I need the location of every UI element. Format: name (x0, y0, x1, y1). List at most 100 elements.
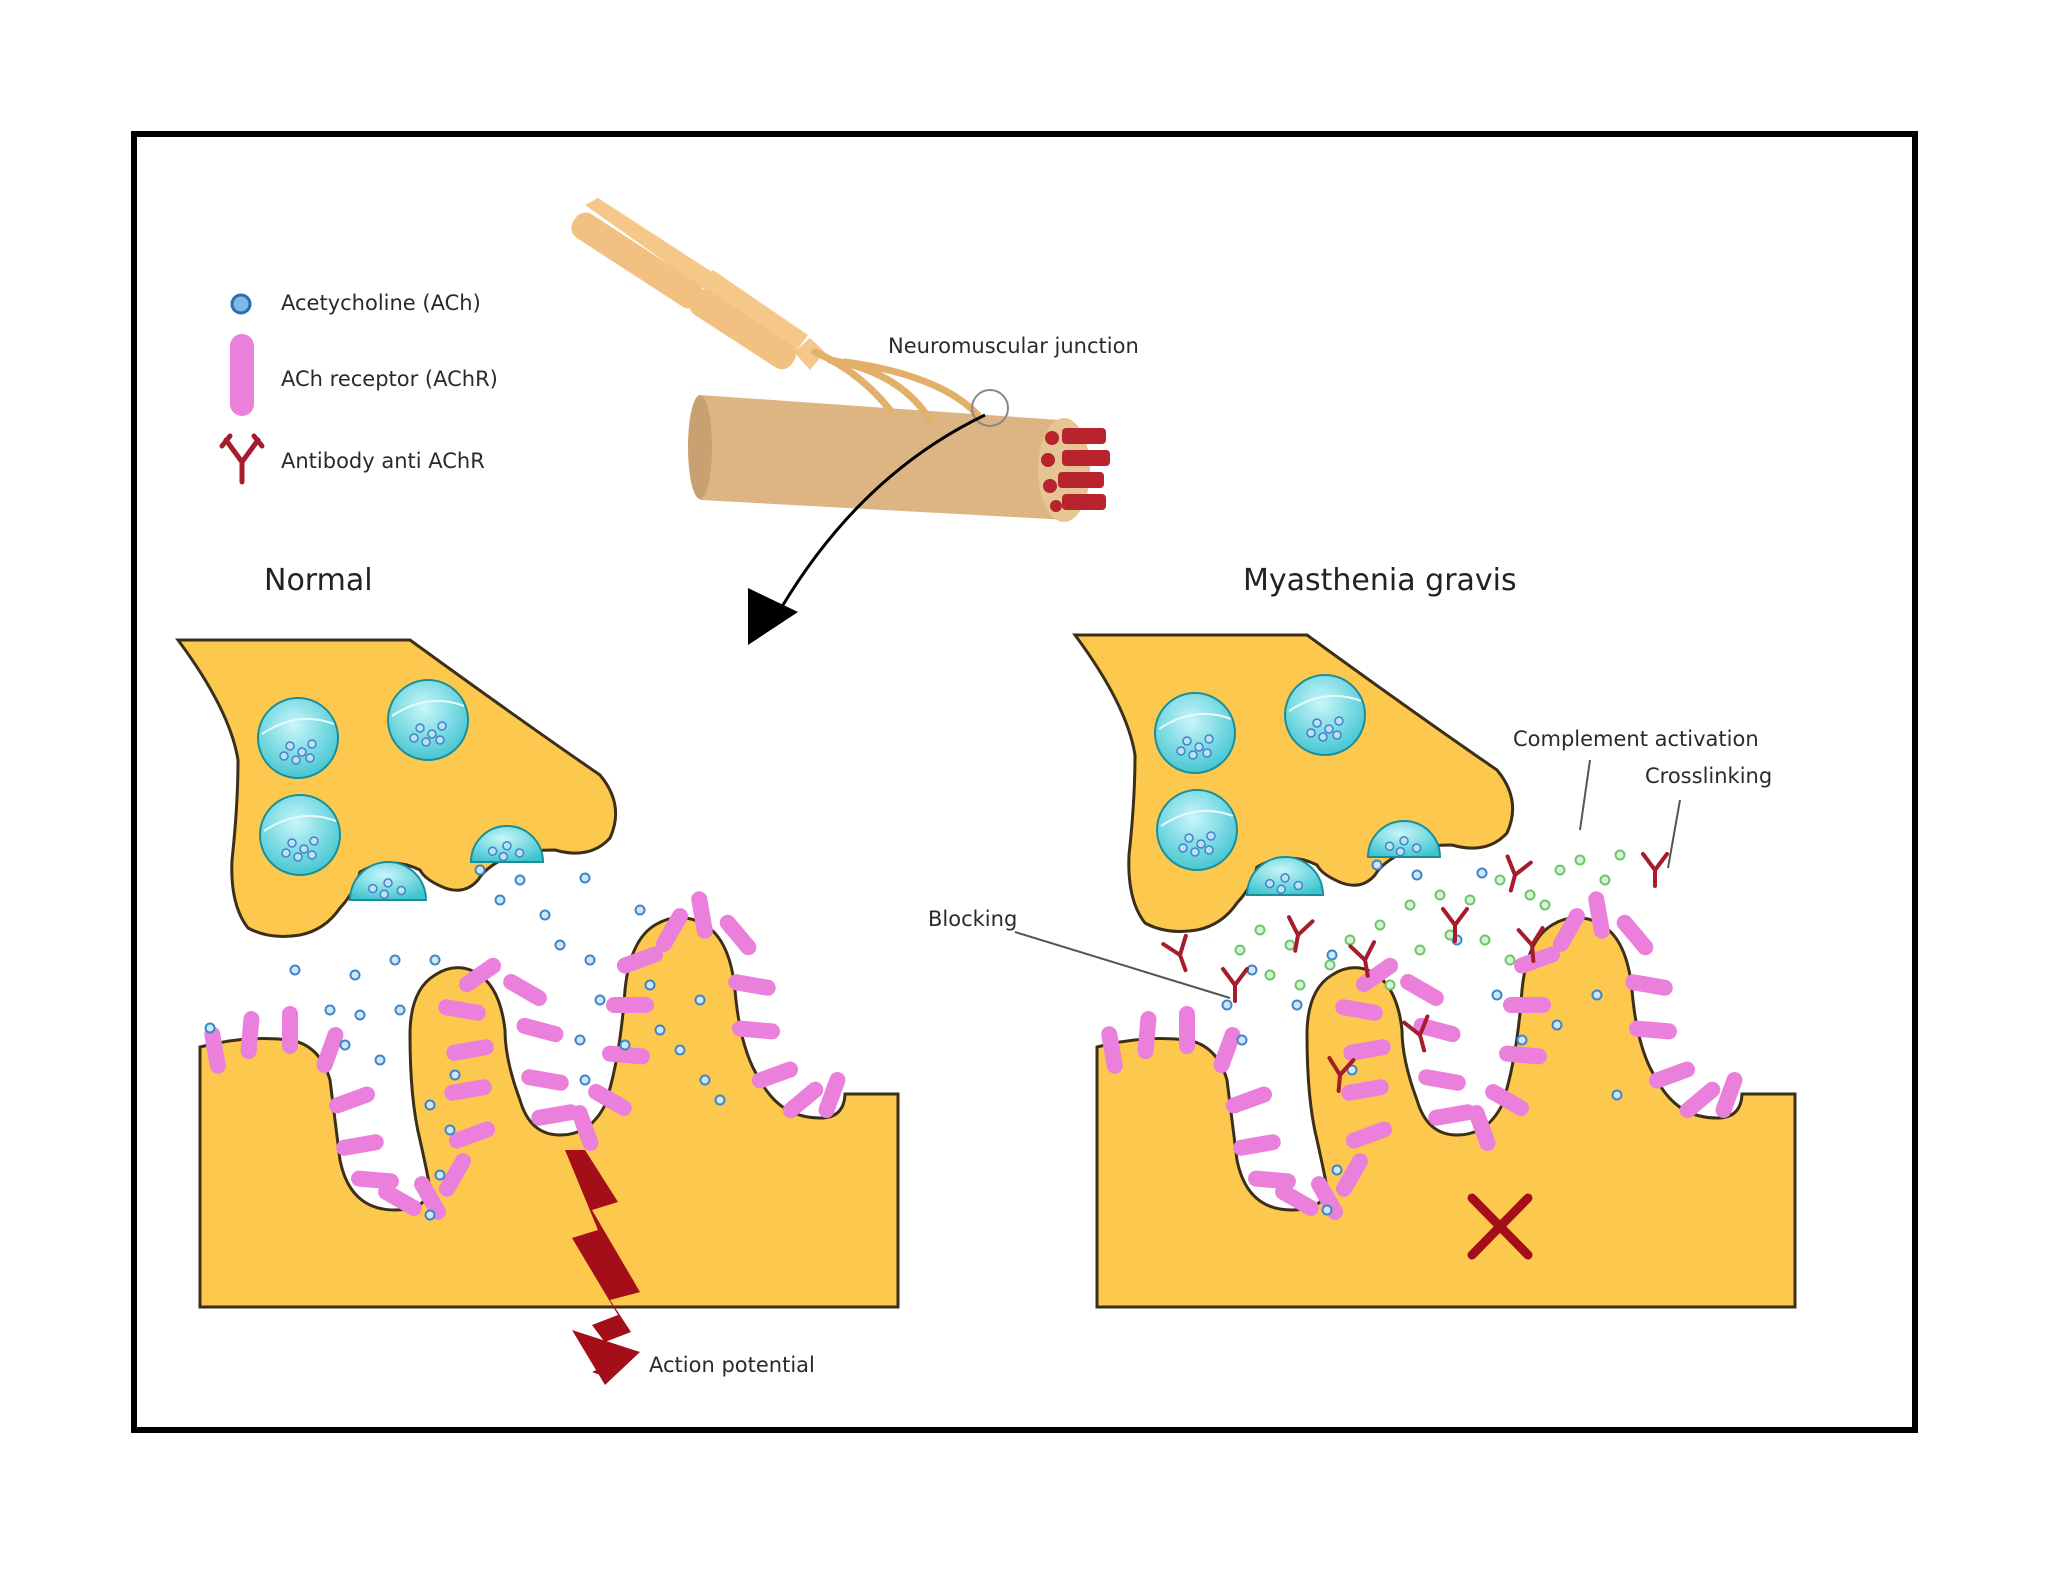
complement-protein (1344, 934, 1356, 946)
acetylcholine-molecule (1611, 1089, 1623, 1101)
docked-vesicle (469, 825, 545, 863)
ach-receptor (782, 1081, 824, 1119)
ach-receptor (516, 1017, 564, 1043)
ach-receptor (588, 1084, 632, 1116)
acetylcholine-molecule (694, 994, 706, 1006)
ach-receptor (446, 1039, 494, 1061)
ach-receptor (571, 1104, 599, 1152)
ach-receptor (1625, 974, 1673, 996)
acetylcholine-molecule (1411, 869, 1423, 881)
label-neuromuscular-junction: Neuromuscular junction (888, 334, 1139, 358)
acetylcholine-molecule (634, 904, 646, 916)
acetylcholine-molecule (579, 1074, 591, 1086)
complement-protein (1434, 889, 1446, 901)
ach-receptor (1485, 1084, 1529, 1116)
legend-label-acetylcholine: Acetycholine (ACh) (281, 291, 481, 315)
legend-label-antibody: Antibody anti AChR (281, 449, 485, 473)
acetylcholine-molecule-icon (230, 293, 252, 315)
figure-frame (131, 131, 1918, 1433)
acetylcholine-molecule (449, 1069, 461, 1081)
ach-receptor (1101, 1026, 1123, 1074)
label-crosslinking: Crosslinking (1645, 764, 1772, 788)
axon (585, 198, 825, 370)
antibodies-mg (1161, 852, 1669, 1093)
ach-receptor (719, 914, 757, 956)
acetylcholine-molecule (574, 1034, 586, 1046)
ach-receptor (521, 1069, 569, 1091)
ach-receptor (1616, 914, 1654, 956)
ach-receptor (1553, 908, 1585, 952)
ach-receptor (1400, 974, 1444, 1006)
acetylcholine-molecule (374, 1054, 386, 1066)
acetylcholine-molecule (1516, 1034, 1528, 1046)
acetylcholine-molecule (1221, 999, 1233, 1011)
ach-receptor (378, 1184, 422, 1216)
complement-protein (1524, 889, 1536, 901)
antibody (1161, 933, 1188, 973)
acetylcholine-molecule (1591, 989, 1603, 1001)
antibody (1286, 915, 1315, 953)
synaptic-vesicle (257, 697, 339, 779)
label-blocking: Blocking (928, 907, 1017, 931)
complement-protein (1479, 934, 1491, 946)
antibody (1516, 926, 1545, 963)
ach-receptor (1355, 957, 1399, 993)
antibody (1641, 852, 1669, 888)
ach-receptor (282, 1006, 298, 1054)
ach-receptor (1499, 1045, 1547, 1065)
acetylcholine-molecule (474, 864, 486, 876)
acetylcholine-molecule (1491, 989, 1503, 1001)
ach-receptor (616, 946, 664, 974)
acetylcholine-molecule (1246, 964, 1258, 976)
acetylcholine-molecule (424, 1099, 436, 1111)
antibody (1221, 967, 1249, 1003)
acetylcholine-molecule (289, 964, 301, 976)
ach-receptor (728, 974, 776, 996)
ach-receptor (204, 1026, 226, 1074)
acetylcholine-molecule (444, 1124, 456, 1136)
complement-protein (1324, 959, 1336, 971)
acetylcholine-molecules-normal (204, 864, 726, 1221)
acetylcholine-molecule (584, 954, 596, 966)
complement-protein (1414, 944, 1426, 956)
docked-vesicle (1245, 856, 1325, 896)
acetylcholine-molecule (1551, 1019, 1563, 1031)
complement-protein (1374, 919, 1386, 931)
ach-receptor (458, 957, 502, 993)
ach-receptor (1336, 1153, 1368, 1197)
acetylcholine-molecule (1331, 1164, 1343, 1176)
acetylcholine-molecule (1371, 859, 1383, 871)
synaptic-vesicles-normal (257, 679, 545, 901)
acetylcholine-molecule (204, 1022, 216, 1034)
title-normal: Normal (264, 563, 373, 598)
nerve-and-muscle-illustration: Neuromuscular junction (571, 198, 1139, 645)
zoom-arrow-shaft (778, 413, 986, 611)
complement-protein (1284, 939, 1296, 951)
ach-receptor (336, 1134, 384, 1156)
complement-protein (1574, 854, 1586, 866)
acetylcholine-molecule (494, 894, 506, 906)
annotation-leader-lines (1014, 759, 1681, 999)
ach-receptors-normal (204, 891, 846, 1220)
axon-outline (571, 212, 797, 370)
ach-receptor (1343, 1039, 1391, 1061)
ach-receptor (1341, 1079, 1389, 1101)
complement-protein (1554, 864, 1566, 876)
acetylcholine-molecule (579, 872, 591, 884)
ach-receptor (656, 908, 688, 952)
ach-receptor (1345, 1121, 1393, 1149)
complement-protein (1254, 924, 1266, 936)
myasthenia-gravis-panel: Complement activation Crosslinking Block… (928, 633, 1797, 1309)
synaptic-vesicle (1156, 789, 1238, 871)
ach-receptor (503, 974, 547, 1006)
ach-receptor (413, 1176, 446, 1220)
acetylcholine-molecule (554, 939, 566, 951)
acetylcholine-molecule (324, 1004, 336, 1016)
normal-panel: Action potential (175, 638, 900, 1385)
label-action-potential: Action potential (649, 1353, 815, 1377)
complement-proteins (1234, 849, 1626, 991)
acetylcholine-molecule (1291, 999, 1303, 1011)
acetylcholine-molecule (514, 874, 526, 886)
ach-receptor (1311, 1176, 1343, 1220)
